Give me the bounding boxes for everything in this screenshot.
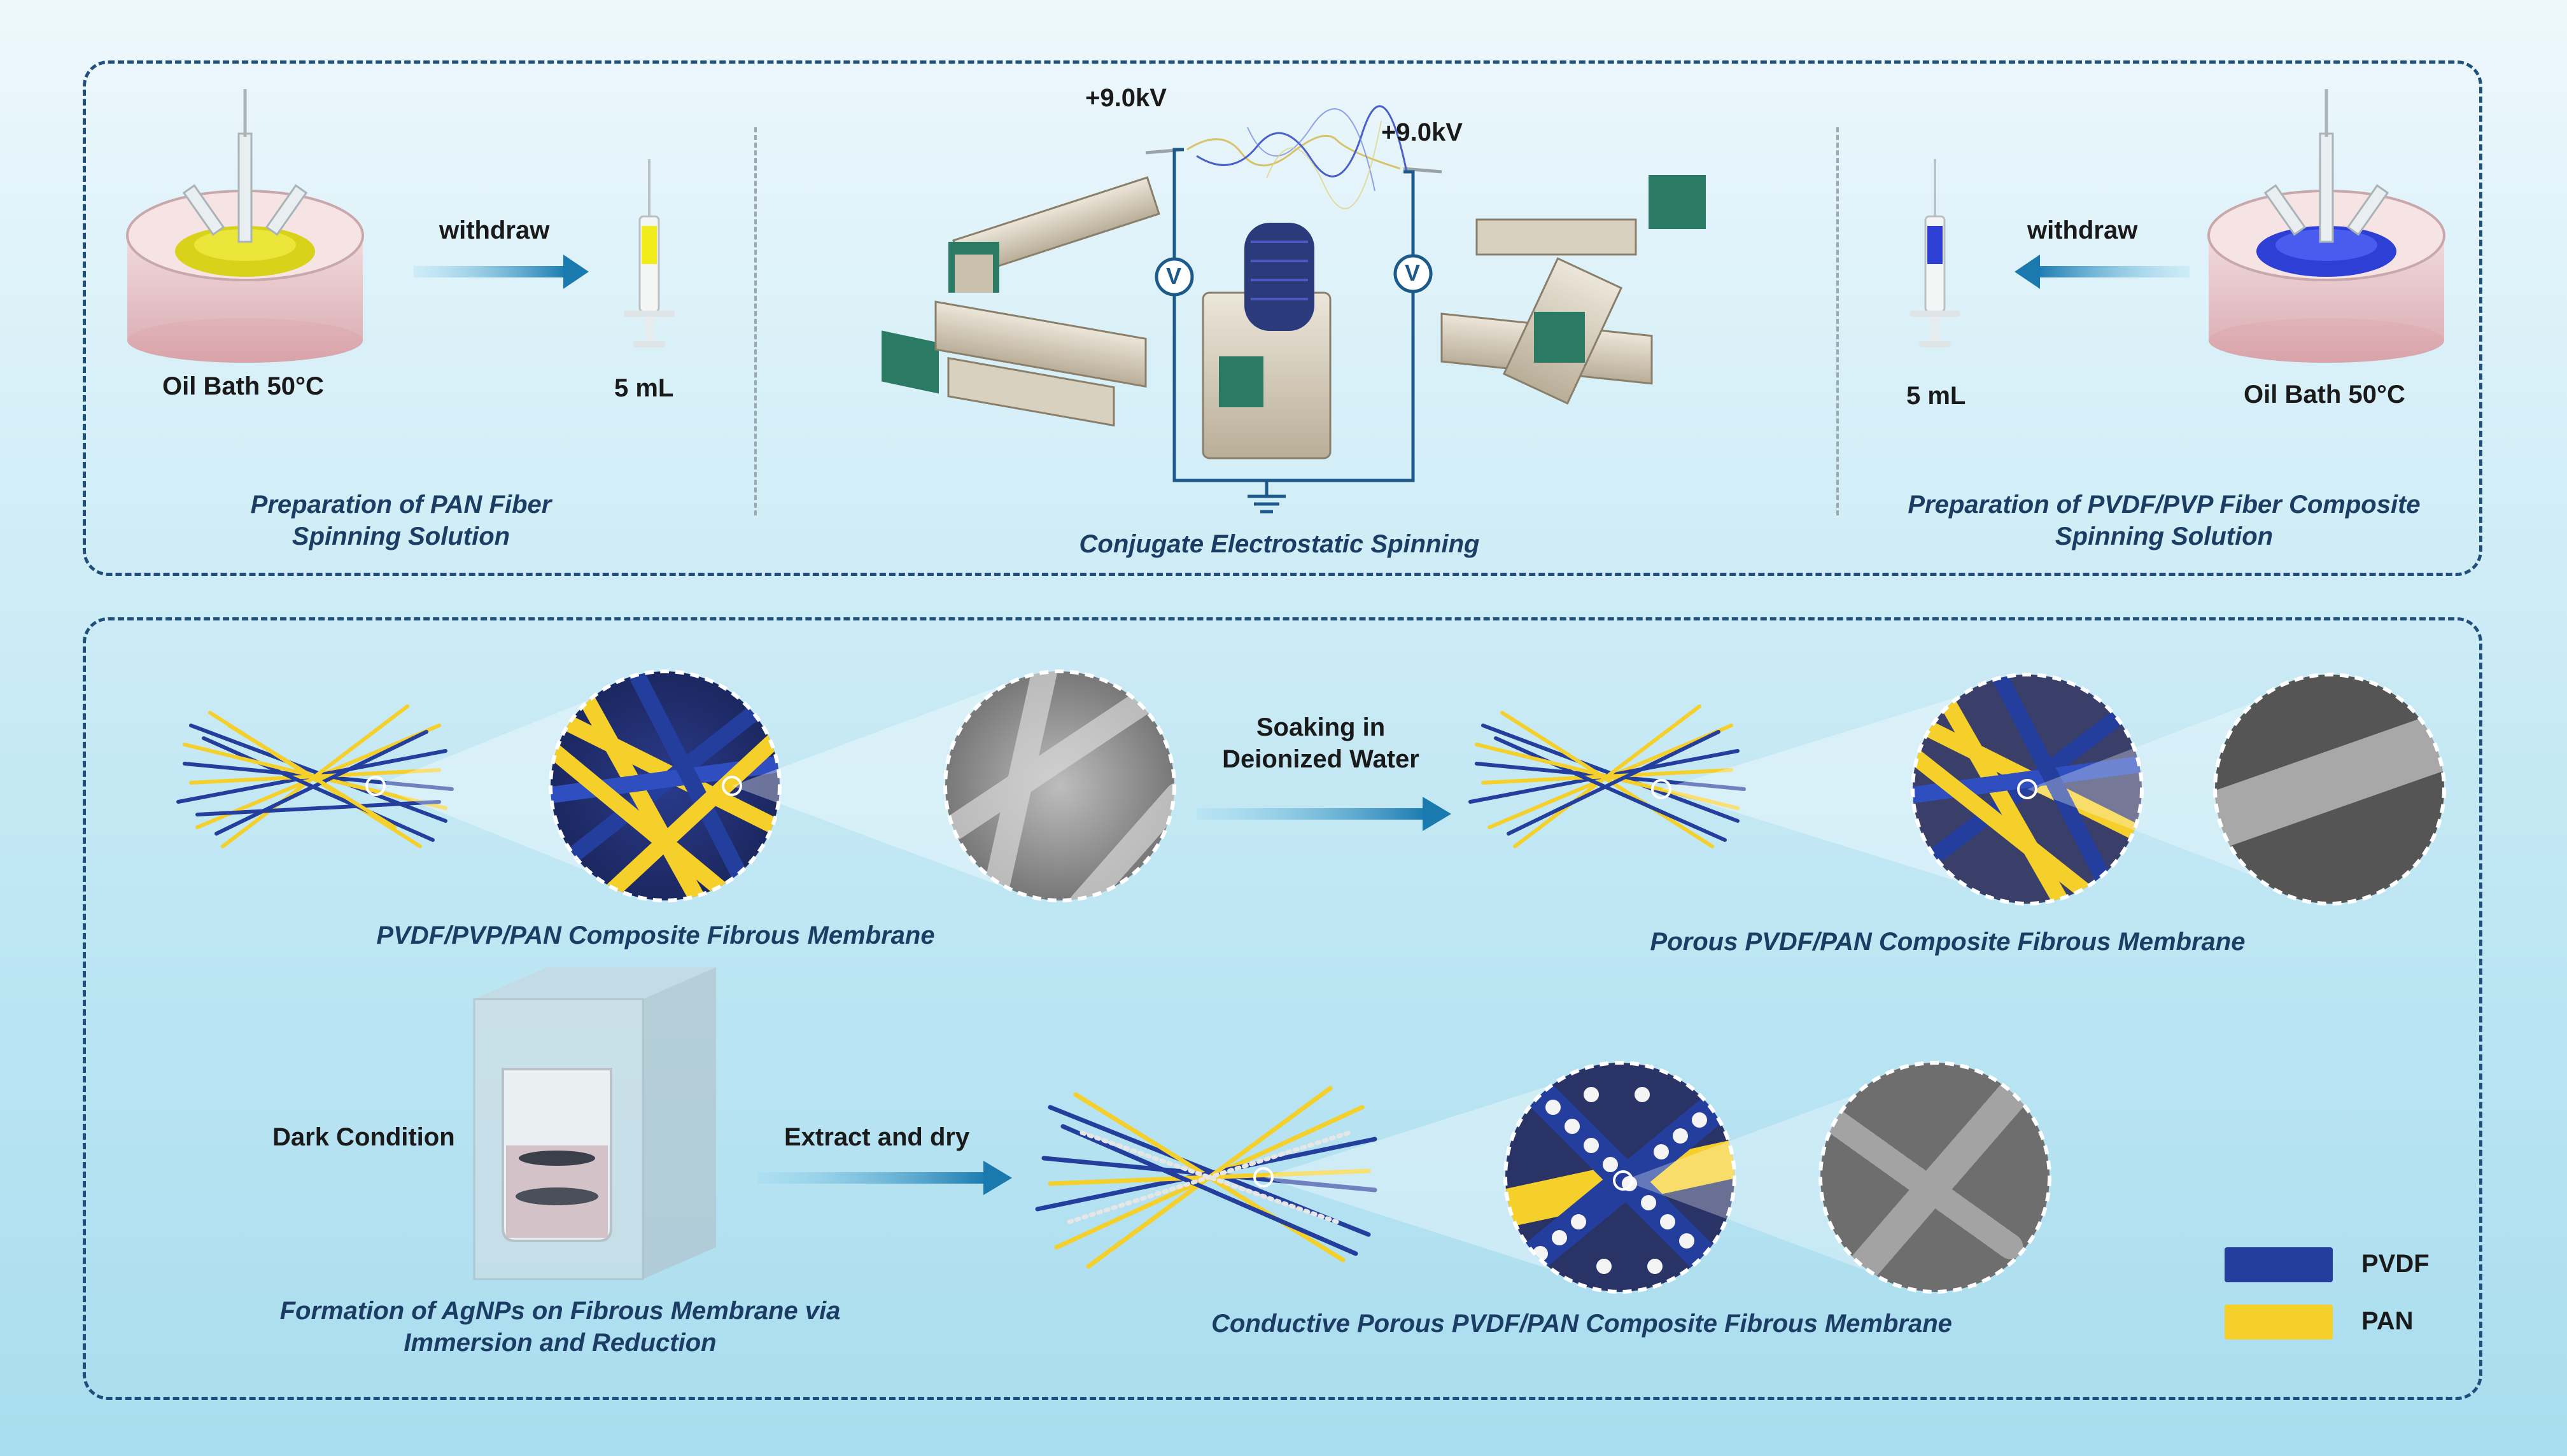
- legend-swatch-pan: [2225, 1305, 2333, 1340]
- syringe-pan-volume: 5 mL: [614, 374, 674, 402]
- spinning-jet-icon: [1186, 105, 1408, 209]
- legend-swatch-pvdf: [2225, 1247, 2333, 1282]
- right-syringe-pump-icon: [1403, 167, 1706, 405]
- pan-prep-caption-line2: Spinning Solution: [292, 522, 510, 550]
- membrane-porous-pvdf-pan-icon: [1468, 704, 1746, 848]
- zoom-cone-3: [1651, 684, 1999, 894]
- voltmeter-left-symbol: V: [1166, 263, 1182, 289]
- extract-arrow-icon: [757, 1161, 1012, 1195]
- voltage-left-label: +9.0kV: [1085, 84, 1167, 112]
- syringe-pan-icon: [624, 159, 675, 347]
- voltage-right-label: +9.0kV: [1381, 118, 1463, 146]
- circuit-wires: [1172, 148, 1415, 514]
- beaker-caption: Formation of AgNPs on Fibrous Membrane v…: [242, 1295, 878, 1359]
- voltmeter-left-icon: [1155, 257, 1194, 297]
- withdraw-arrow-left-icon: [414, 255, 589, 289]
- zoom-circle-3-icon: [1503, 1061, 1736, 1294]
- membrane-conductive-icon: [1035, 1086, 1377, 1269]
- zoom-cone-2: [722, 675, 1031, 897]
- pan-prep-caption: Preparation of PAN Fiber Spinning Soluti…: [210, 489, 592, 552]
- legend-label-pan: PAN: [2361, 1307, 2414, 1335]
- soaking-arrow-icon: [1197, 797, 1451, 831]
- pan-prep-caption-line1: Preparation of PAN Fiber: [250, 491, 552, 519]
- left-syringe-pump-icon: [882, 148, 1185, 427]
- beaker-caption-line1: Formation of AgNPs on Fibrous Membrane v…: [279, 1297, 841, 1325]
- legend-label-pvdf: PVDF: [2361, 1250, 2430, 1278]
- soaking-label-line1: Soaking in: [1256, 713, 1386, 741]
- membrane1-caption: PVDF/PVP/PAN Composite Fibrous Membrane: [376, 921, 935, 949]
- oil-bath-pan-label: Oil Bath 50°C: [162, 372, 324, 400]
- soaking-label-line2: Deionized Water: [1222, 745, 1419, 773]
- zoom-circle-1-icon: [549, 669, 782, 902]
- zoom-circle-2-icon: [1911, 673, 2144, 906]
- legend: PVDF PAN: [2225, 1241, 2430, 1349]
- membrane2-caption: Porous PVDF/PAN Composite Fibrous Membra…: [1650, 928, 2246, 956]
- oil-bath-pvdf-label: Oil Bath 50°C: [2244, 381, 2405, 409]
- voltmeter-right-icon: [1393, 254, 1433, 293]
- pvdf-prep-caption: Preparation of PVDF/PVP Fiber Composite …: [1865, 489, 2463, 552]
- withdraw-left-label: withdraw: [439, 216, 550, 244]
- divider-right: [1836, 127, 1839, 515]
- beaker-dark-box-icon: [473, 967, 716, 1280]
- soaking-label: Soaking in Deionized Water: [1209, 711, 1432, 775]
- syringe-pvdf-icon: [1909, 159, 1960, 347]
- pvdf-prep-caption-line1: Preparation of PVDF/PVP Fiber Composite: [1908, 491, 2421, 519]
- collector-drum-icon: [1202, 223, 1332, 459]
- zoom-cone-5: [1253, 1072, 1591, 1282]
- top-panel: [83, 60, 2482, 576]
- withdraw-right-label: withdraw: [2027, 216, 2138, 244]
- voltmeter-right-symbol: V: [1405, 260, 1421, 286]
- sem-image-2-icon: [2213, 673, 2446, 906]
- divider-left: [754, 127, 757, 515]
- pvdf-prep-caption-line2: Spinning Solution: [2055, 522, 2274, 550]
- extract-dry-label: Extract and dry: [784, 1123, 970, 1151]
- beaker-caption-line2: Immersion and Reduction: [404, 1329, 717, 1357]
- dark-condition-label: Dark Condition: [272, 1123, 455, 1151]
- oil-bath-pan-icon: [126, 89, 364, 363]
- syringe-pvdf-volume: 5 mL: [1906, 382, 1966, 410]
- sem-image-1-icon: [943, 669, 1176, 902]
- bottom-panel: [83, 617, 2482, 1400]
- membrane3-caption: Conductive Porous PVDF/PAN Composite Fib…: [1211, 1310, 1952, 1338]
- electrospinning-caption: Conjugate Electrostatic Spinning: [1079, 530, 1480, 558]
- withdraw-arrow-right-icon: [2015, 255, 2190, 289]
- oil-bath-pvdf-icon: [2207, 89, 2445, 363]
- membrane-pvdf-pvp-pan-icon: [176, 704, 454, 848]
- sem-image-3-icon: [1818, 1061, 2051, 1294]
